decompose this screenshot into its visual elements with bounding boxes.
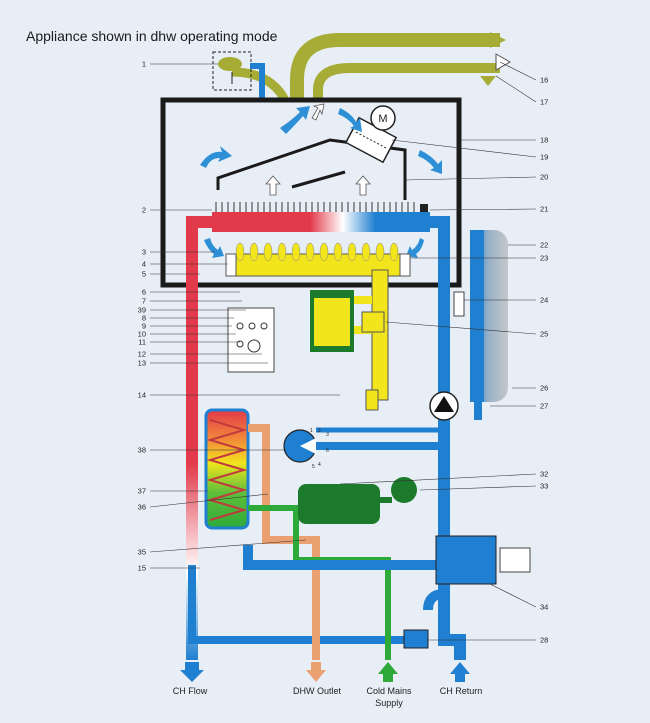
diverter-port-1: 1 [310,428,313,434]
callout-19: 19 [540,153,548,162]
callout-26: 26 [540,384,548,393]
diverter-port-2: 2 [318,428,321,434]
callout-9: 9 [142,322,146,331]
callout-33: 33 [540,482,548,491]
callout-20: 20 [540,173,548,182]
callout-25: 25 [540,330,548,339]
callout-15: 15 [138,564,146,573]
diverter-valve [283,427,444,463]
expansion-vessel [470,230,508,420]
callout-16-leader [499,61,537,81]
dhw-outlet-pipe [248,424,320,660]
cold-mains-label-2: Supply [375,698,403,708]
diverter-port-4: 4 [318,462,321,468]
callout-5: 5 [142,270,146,279]
callout-4: 4 [142,260,146,269]
auto-air-vent-icon [453,291,465,317]
ch-flow-arrow-icon [180,662,204,682]
main-heat-exchanger [212,202,430,232]
callout-20-leader [404,176,537,181]
flue-duct [231,32,512,103]
hydraulic-assembly [243,535,531,649]
callout-33-leader [419,485,537,491]
callout-11: 11 [138,338,146,347]
callout-22: 22 [540,241,548,250]
callout-38: 38 [138,446,146,455]
ch-flow-label: CH Flow [173,686,208,696]
callout-17-leader [495,75,537,103]
callout-7: 7 [142,297,146,306]
combustion-hood [216,138,407,200]
callout-1: 1 [142,60,146,69]
callout-16: 16 [540,76,548,85]
outlet-arrows [180,662,470,682]
callout-19-leader [391,139,537,158]
callout-39: 39 [138,306,146,315]
ch-return-arrow-icon [450,662,470,682]
pump [429,391,459,421]
callout-23: 23 [540,254,548,263]
diverter-port-6: 6 [326,448,329,454]
callout-17: 17 [540,98,548,107]
gas-valve [310,269,389,411]
callout-18: 18 [540,136,548,145]
callout-34: 34 [540,603,548,612]
callout-35: 35 [138,548,146,557]
callout-14: 14 [138,391,146,400]
callout-32: 32 [540,470,548,479]
callout-12: 12 [138,350,146,359]
callout-32-leader [339,473,537,485]
fan-motor-icon [370,105,396,131]
flue-gas-arrows [265,103,371,196]
dhw-outlet-label: DHW Outlet [293,686,342,696]
diverter-port-3: 3 [326,432,329,438]
callout-27: 27 [540,402,548,411]
callout-10: 10 [138,330,146,339]
callout-8: 8 [142,314,146,323]
fan-assembly: M [344,105,398,164]
appliance-casing [160,97,462,288]
ch-return-label: CH Return [440,686,483,696]
callout-37: 37 [138,487,146,496]
air-pressure-switch [212,51,265,100]
plate-heat-exchanger [204,408,250,530]
air-flow-arrows [200,106,442,258]
callout-34-leader [489,583,537,608]
right-callouts: 16 17 18 19 20 21 22 23 24 25 26 27 32 33 34 28 [339,61,548,645]
callout-2: 2 [142,206,146,215]
gas-burner [225,242,411,277]
callout-25-leader [385,321,537,335]
callout-21: 21 [540,205,548,214]
callout-3: 3 [142,248,146,257]
callout-21-leader [429,208,537,211]
callout-28: 28 [540,636,548,645]
callout-13: 13 [138,359,146,368]
callout-36: 36 [138,503,146,512]
ch-flow-pipe [186,216,212,660]
callout-35-leader [149,539,307,553]
dhw-outlet-arrow-icon [306,662,326,682]
fan-motor-label: M [378,113,387,125]
callout-6: 6 [142,288,146,297]
cold-mains-label-1: Cold Mains [366,686,412,696]
cold-mains-arrow-icon [378,662,398,682]
control-board [227,307,275,373]
diagram-title: Appliance shown in dhw operating mode [26,28,278,44]
diverter-port-5: 5 [312,464,315,470]
callout-24: 24 [540,296,548,305]
callout-36-leader [149,493,269,508]
